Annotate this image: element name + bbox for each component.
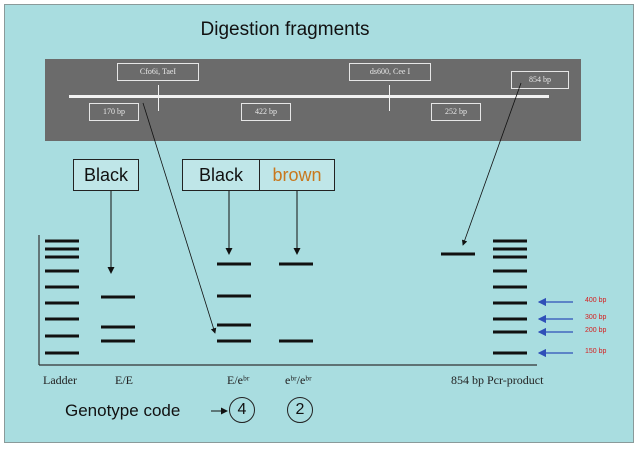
size-marker-label: 300 bp [585, 314, 607, 321]
arrow [461, 82, 522, 246]
genotype-code-circle: 2 [287, 397, 313, 423]
fragment-label: 422 bp [241, 103, 291, 121]
full-product-label: 854 bp [511, 71, 569, 89]
phenotype-box-black: Black [73, 159, 139, 191]
cut-site-label: ds600, Cee I [349, 63, 431, 81]
phenotype-box-black: Black [182, 159, 260, 191]
cut-site-tick [158, 85, 159, 111]
size-marker-label: 200 bp [585, 327, 607, 334]
genotype-code-circle: 4 [229, 397, 255, 423]
cut-site-tick [389, 85, 390, 111]
gel-diagram [38, 82, 573, 415]
page-title: Digestion fragments [200, 19, 370, 40]
fragment-label: 252 bp [431, 103, 481, 121]
lane-label: eᵇʳ/eᵇʳ [285, 373, 312, 387]
cut-site-label: Cfo6i, TaeI [117, 63, 199, 81]
right-ladder-bands [493, 239, 527, 355]
lane-label: 854 bp Pcr-product [451, 373, 544, 387]
fragment-label: 170 bp [89, 103, 139, 121]
genotype-code-label: Genotype code [65, 401, 181, 420]
lane-label: Ladder [43, 373, 77, 387]
phenotype-box-brown: brown [259, 159, 335, 191]
restriction-map-panel: Cfo6i, TaeI ds600, Cee I 170 bp 422 bp 2… [45, 59, 581, 141]
lane-label: E/E [115, 373, 133, 387]
ladder-bands [45, 239, 79, 355]
ee-recessive-lane-bands [279, 262, 313, 343]
arrow [142, 102, 217, 334]
size-marker-label: 150 bp [585, 348, 607, 355]
het-lane-bands [217, 262, 251, 343]
slide: Digestion fragments Cfo6i, TaeI ds600, C… [4, 4, 634, 443]
lane-label: E/eᵇʳ [227, 373, 250, 387]
size-marker-label: 400 bp [585, 297, 607, 304]
ee-lane-bands [101, 295, 135, 343]
pcr-product-line [69, 95, 549, 98]
